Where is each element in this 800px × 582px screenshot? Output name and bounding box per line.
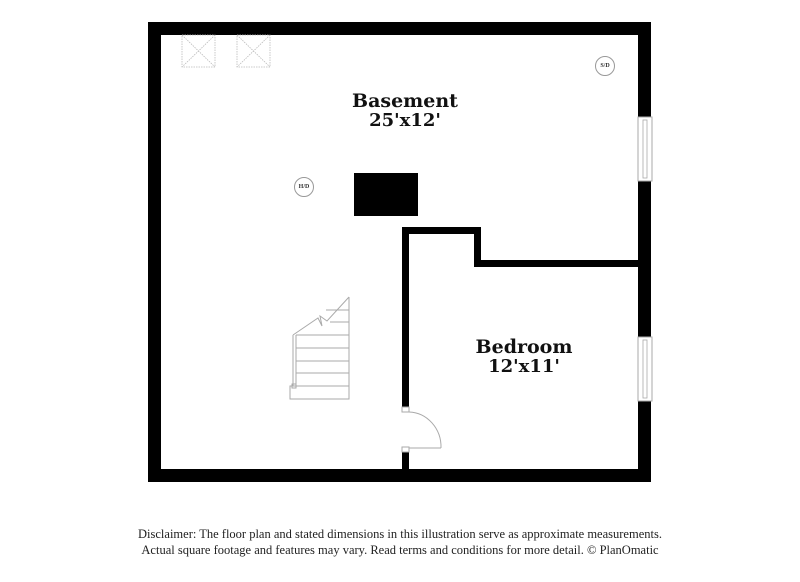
disclaimer-line-2: Actual square footage and features may v…: [141, 543, 659, 557]
window-lower-right: [637, 336, 653, 402]
heat-detector-icon: H/D: [294, 177, 314, 197]
bedroom-walls: [402, 227, 639, 470]
room-dimensions: 25'x12': [369, 109, 441, 131]
smoke-detector-label: S/D: [600, 63, 610, 69]
disclaimer: Disclaimer: The floor plan and stated di…: [0, 526, 800, 558]
room-name: Bedroom: [475, 336, 573, 358]
smoke-detector-icon: S/D: [595, 56, 615, 76]
room-label-basement: Basement 25'x12': [330, 90, 480, 131]
ceiling-vent-2: [236, 34, 271, 68]
staircase: [289, 296, 350, 400]
disclaimer-line-1: Disclaimer: The floor plan and stated di…: [138, 527, 662, 541]
window-upper-right: [637, 116, 653, 182]
bedroom-door: [401, 406, 442, 453]
utility-block: [354, 173, 418, 216]
ceiling-vent-1: [181, 34, 216, 68]
room-dimensions: 12'x11': [488, 355, 560, 377]
room-label-bedroom: Bedroom 12'x11': [449, 336, 599, 377]
heat-detector-label: H/D: [298, 184, 310, 190]
room-name: Basement: [352, 90, 458, 112]
